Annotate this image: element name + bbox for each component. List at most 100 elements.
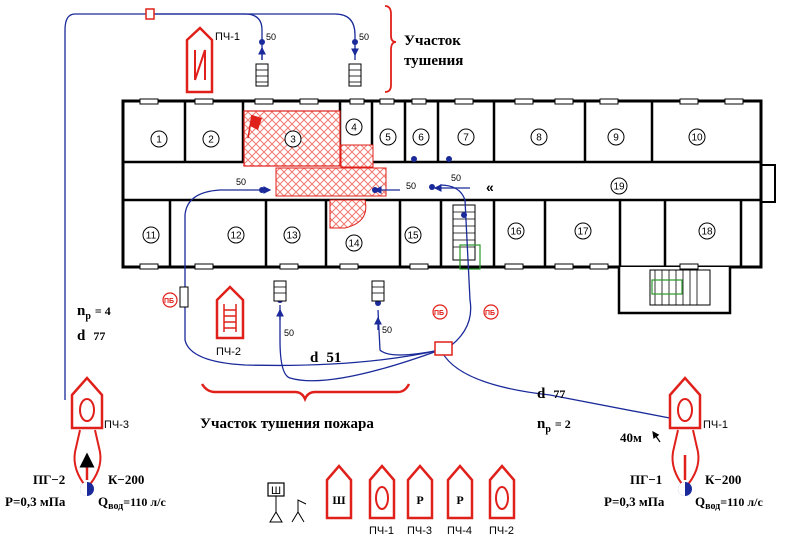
hose-lines — [64, 13, 681, 421]
pb-markers: ПБ ПБ ПБ — [162, 292, 499, 320]
legend-truck-label: ПЧ-3 — [407, 525, 432, 537]
arrow-icon: « — [486, 179, 494, 195]
legend-truck-icon — [406, 464, 434, 520]
room-number: 19 — [613, 182, 625, 193]
legend-trucks: Ш ПЧ-1 Р ПЧ-3 Р ПЧ-4 ПЧ-2 — [325, 464, 516, 537]
truck-pch3-icon — [70, 376, 104, 430]
room-number-circle — [412, 128, 430, 146]
right-q: Qвод=110 л/с — [695, 494, 763, 512]
room-number: 18 — [701, 227, 713, 238]
legend-truck: ПЧ-2 — [488, 464, 516, 537]
room-number-circle — [379, 128, 397, 146]
truck-pch1-right-label: ПЧ-1 — [703, 419, 728, 431]
room-number: 17 — [577, 227, 589, 238]
room-number: 7 — [463, 133, 469, 144]
truck-pch1-top-label: ПЧ-1 — [215, 31, 240, 43]
legend-truck-icon — [446, 464, 474, 520]
legend-truck-inner: Ш — [332, 493, 345, 507]
left-np: nр= 4 — [77, 303, 111, 322]
left-p: Р=0,3 мПа — [5, 494, 66, 509]
room-number-circle — [507, 222, 525, 240]
room-number: 2 — [208, 135, 214, 146]
room-number-circle — [345, 234, 363, 252]
left-truck-group: ПЧ-3 ПГ−2 К−200 Р=0,3 мПа Qвод=110 л/с — [5, 376, 166, 512]
right-k: К−200 — [705, 472, 741, 487]
legend-truck-inner: Р — [456, 493, 463, 507]
room-number: 15 — [407, 231, 419, 242]
room-number-circle — [698, 222, 716, 240]
room-number-circle — [457, 128, 475, 146]
legend-truck-icon — [488, 464, 516, 520]
legend-truck-inner: Р — [416, 493, 423, 507]
truck-pch2-icon — [215, 285, 245, 340]
room-number-circle — [404, 226, 422, 244]
room-number-circle — [530, 128, 548, 146]
legend-truck: Ш — [325, 464, 353, 520]
svg-text:d51: d51 — [310, 350, 341, 366]
truck-pch3-label: ПЧ-3 — [104, 419, 129, 431]
sector-bottom-label: Участок тушения пожара — [200, 416, 374, 432]
room-number: 6 — [418, 133, 424, 144]
room-number-circle — [345, 118, 363, 136]
ladders — [179, 63, 385, 308]
svg-text:Ш: Ш — [271, 485, 281, 497]
room-number-circle — [688, 128, 706, 146]
right-p: Р=0,3 мПа — [604, 494, 665, 509]
pb-label: ПБ — [434, 310, 444, 317]
legend-truck-icon — [325, 464, 353, 520]
pb-label: ПБ — [164, 298, 174, 305]
sector-top-label-1: Участок — [404, 33, 461, 49]
room-number: 4 — [351, 123, 357, 134]
hose-len-label: 50 — [406, 181, 416, 191]
right-pg: ПГ−1 — [630, 472, 662, 487]
room-number: 13 — [286, 231, 298, 242]
building-plan — [121, 98, 776, 315]
room-number: 16 — [510, 227, 522, 238]
room-number: 5 — [385, 133, 391, 144]
hose-len-label: 50 — [451, 173, 461, 183]
left-pg: ПГ−2 — [33, 472, 65, 487]
hose-len-label: 50 — [266, 32, 276, 42]
left-k: К−200 — [108, 472, 144, 487]
room-number: 11 — [146, 231, 157, 242]
room-number-circle — [227, 226, 245, 244]
room-number-circle — [283, 226, 301, 244]
legend-truck-label: ПЧ-1 — [369, 525, 394, 537]
hose-len-label: 50 — [382, 325, 392, 335]
right-truck-group: ПЧ-1 40м ПГ−1 К−200 Р=0,3 мПа Qвод=110 л… — [604, 376, 763, 512]
room-number-circle — [150, 130, 168, 148]
hose-len-label: 50 — [359, 32, 369, 42]
room-number-circle — [284, 130, 302, 148]
room-number-circle — [610, 177, 628, 195]
legend-truck-hose-icon — [375, 486, 389, 510]
legend: Ш — [267, 482, 307, 523]
room-number-circle — [607, 128, 625, 146]
room-number: 12 — [230, 231, 242, 242]
legend-truck: ПЧ-1 — [368, 464, 396, 537]
room-number-circle — [142, 226, 160, 244]
room-number: 14 — [348, 239, 360, 250]
room-number-circle — [574, 222, 592, 240]
hose-len-label: 50 — [236, 177, 246, 187]
room-number: 10 — [691, 133, 703, 144]
truck-pch1-top-icon — [185, 26, 214, 94]
legend-truck-label: ПЧ-2 — [489, 525, 514, 537]
truck-pch1-right-icon — [668, 376, 702, 430]
svg-text:d77: d77 — [537, 386, 565, 402]
room-number: 8 — [536, 133, 542, 144]
pb-label: ПБ — [485, 310, 495, 317]
truck-pch2-label: ПЧ-2 — [216, 346, 241, 358]
legend-truck-icon — [368, 464, 396, 520]
branch-connector-icon — [145, 8, 155, 20]
room-number: 1 — [156, 135, 162, 146]
top-sector: Участок тушения ПЧ-1 — [185, 5, 463, 94]
hose-len-label: 50 — [284, 328, 294, 338]
room-number: 3 — [290, 135, 296, 146]
legend-truck-label: ПЧ-4 — [447, 525, 472, 537]
